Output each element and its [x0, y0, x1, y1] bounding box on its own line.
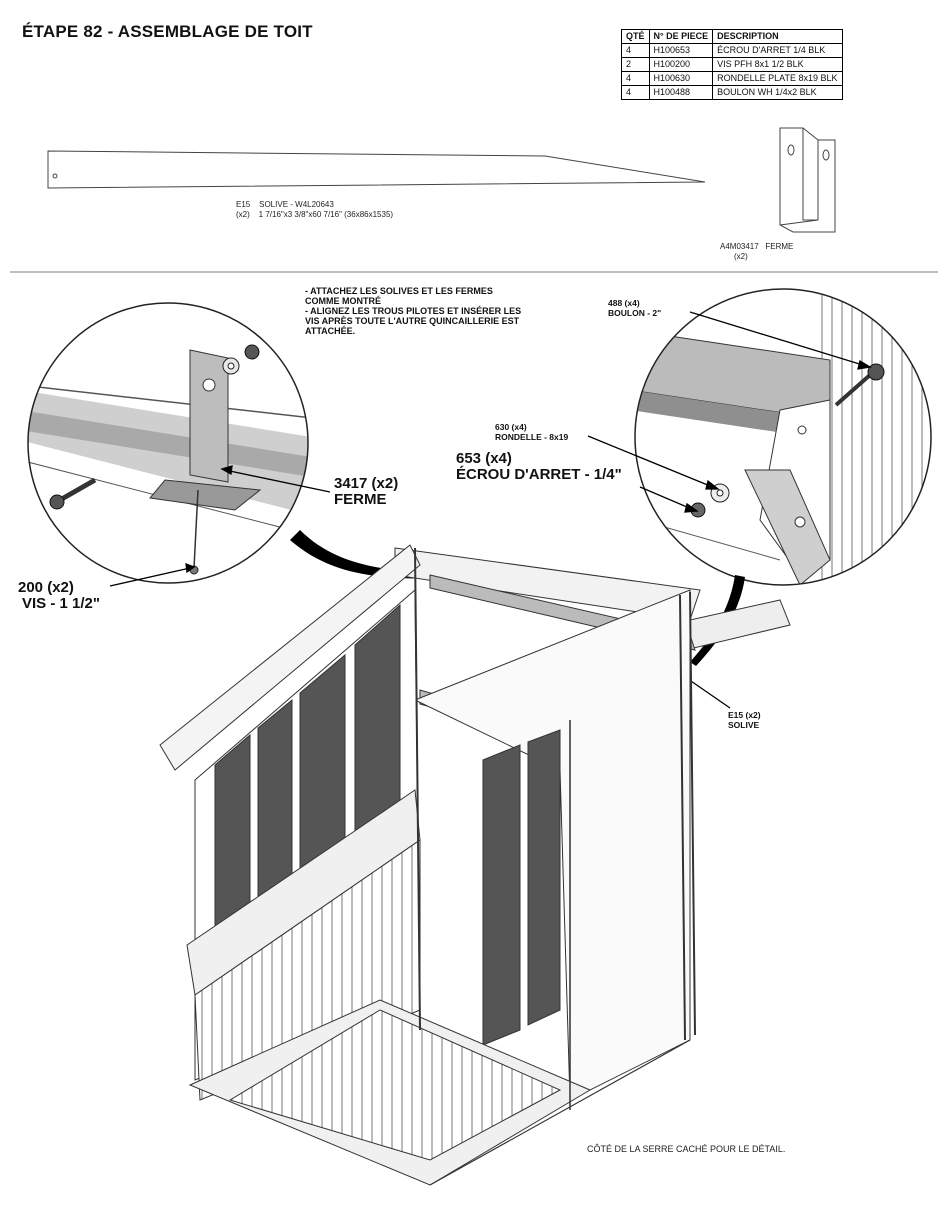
joist-part-drawing [47, 150, 706, 189]
callout-solive-qty: E15 (x2) [728, 710, 761, 720]
joist-label: E15 SOLIVE - W4L20643 (x2) 1 7/16"x3 3/8… [236, 200, 393, 220]
instruction-line: VIS APRÈS TOUTE L'AUTRE QUINCAILLERIE ES… [305, 316, 520, 326]
curved-arrow-right [690, 575, 745, 666]
truss-code: A4M03417 [720, 242, 759, 251]
callout-ecrou: 653 (x4) ÉCROU D'ARRET - 1/4" [456, 451, 622, 483]
joist-label-line2: (x2) 1 7/16"x3 3/8"x60 7/16" (36x86x1535… [236, 210, 394, 219]
footer-note: CÔTÉ DE LA SERRE CACHÉ POUR LE DÉTAIL. [587, 1144, 786, 1154]
truss-label: A4M03417 FERME (x2) [720, 242, 793, 262]
joist-label-line1: E15 SOLIVE - W4L20643 [236, 200, 334, 209]
instruction-line: - ALIGNEZ LES TROUS PILOTES ET INSÉRER L… [305, 306, 522, 316]
truss-qty: (x2) [734, 252, 748, 261]
instructions: - ATTACHEZ LES SOLIVES ET LES FERMES COM… [305, 286, 605, 336]
truss-name: FERME [765, 242, 794, 251]
table-row: 4 H100630 RONDELLE PLATE 8x19 BLK [621, 71, 843, 86]
detail-circle-right [634, 288, 932, 586]
callout-ecrou-qty: 653 (x4) [456, 450, 512, 467]
page-title: ÉTAPE 82 - ASSEMBLAGE DE TOIT [22, 22, 313, 41]
callout-ferme-name: FERME [334, 491, 387, 508]
callout-vis-qty: 200 (x2) [18, 579, 74, 596]
callout-vis-name: VIS - 1 1/2" [22, 595, 100, 612]
detail-circle-left [27, 302, 309, 584]
callout-boulon-name: BOULON - 2" [608, 308, 662, 318]
callout-solive: E15 (x2) SOLIVE [728, 710, 761, 730]
instruction-line: COMME MONTRÉ [305, 296, 381, 306]
callout-vis: 200 (x2) VIS - 1 1/2" [18, 580, 100, 612]
callout-boulon: 488 (x4) BOULON - 2" [608, 298, 661, 318]
callout-solive-name: SOLIVE [728, 720, 760, 730]
table-row: 4 H100488 BOULON WH 1/4x2 BLK [621, 85, 843, 100]
callout-ferme-qty: 3417 (x2) [334, 475, 399, 492]
table-row: 2 H100200 VIS PFH 8x1 1/2 BLK [621, 57, 843, 72]
callout-rondelle: 630 (x4) RONDELLE - 8x19 [495, 422, 568, 442]
callout-ecrou-name: ÉCROU D'ARRET - 1/4" [456, 466, 622, 483]
callout-rondelle-name: RONDELLE - 8x19 [495, 432, 569, 442]
cell-desc: BOULON WH 1/4x2 BLK [712, 85, 843, 100]
greenhouse-drawing [159, 544, 791, 1186]
callout-ferme: 3417 (x2) FERME [334, 476, 398, 508]
instruction-line: ATTACHÉE. [305, 326, 356, 336]
parts-table-header: QTÉ N° DE PIECE DESCRIPTION [621, 29, 843, 44]
callout-boulon-qty: 488 (x4) [608, 298, 640, 308]
truss-bracket-drawing [779, 127, 836, 233]
parts-table: QTÉ N° DE PIECE DESCRIPTION 4 H100653 ÉC… [621, 29, 843, 100]
instruction-line: - ATTACHEZ LES SOLIVES ET LES FERMES [305, 286, 493, 296]
callout-rondelle-qty: 630 (x4) [495, 422, 527, 432]
